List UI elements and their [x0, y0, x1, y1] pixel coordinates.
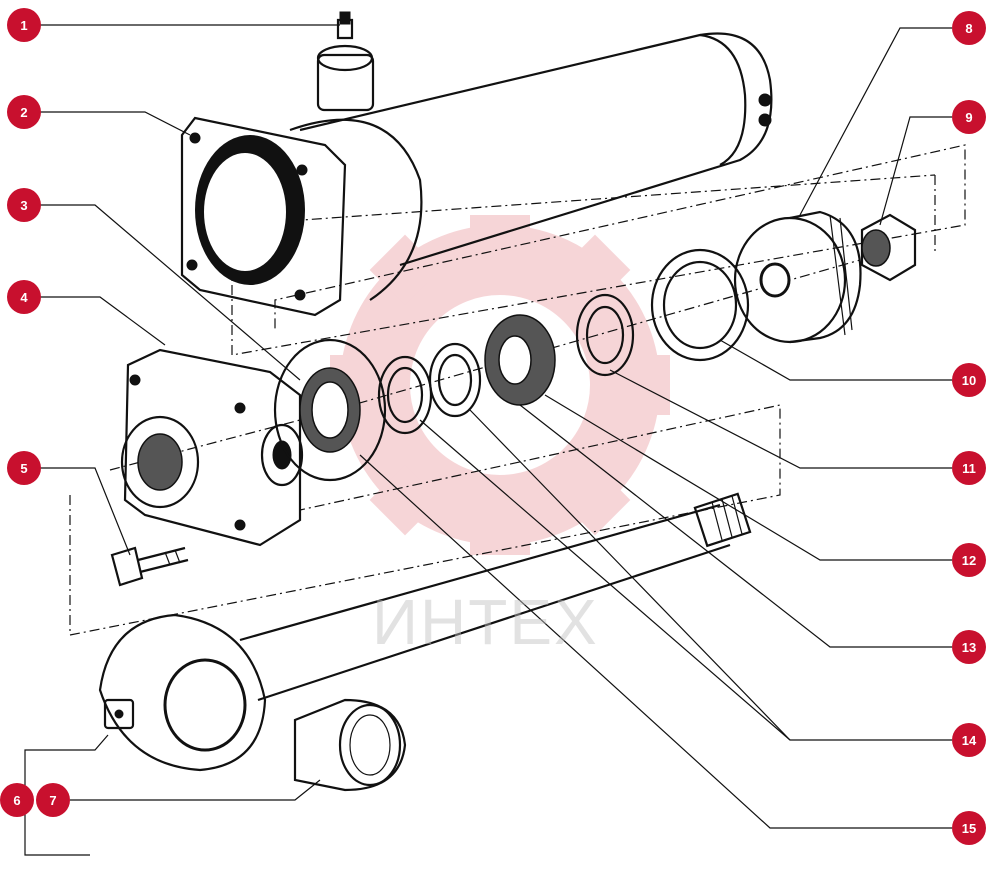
callout-4[interactable]: 4 — [7, 280, 41, 314]
leader-lines — [24, 24, 952, 856]
piston-and-nut — [733, 210, 917, 344]
callout-8[interactable]: 8 — [952, 11, 986, 45]
rod-eye-and-bushing — [98, 613, 407, 792]
cylinder-head — [110, 348, 304, 587]
callout-14[interactable]: 14 — [952, 723, 986, 757]
assembly-frame-lines — [69, 144, 966, 636]
cylinder-barrel — [180, 11, 773, 317]
callout-11[interactable]: 11 — [952, 451, 986, 485]
callout-13[interactable]: 13 — [952, 630, 986, 664]
callout-9[interactable]: 9 — [952, 100, 986, 134]
callout-10[interactable]: 10 — [952, 363, 986, 397]
piston-rod — [239, 492, 752, 702]
callout-15[interactable]: 15 — [952, 811, 986, 845]
callout-1[interactable]: 1 — [7, 8, 41, 42]
callout-7[interactable]: 7 — [36, 783, 70, 817]
callout-5[interactable]: 5 — [7, 451, 41, 485]
seal-rings — [273, 248, 750, 482]
callout-6[interactable]: 6 — [0, 783, 34, 817]
gear-watermark-icon — [330, 215, 670, 555]
callout-12[interactable]: 12 — [952, 543, 986, 577]
callout-2[interactable]: 2 — [7, 95, 41, 129]
callout-3[interactable]: 3 — [7, 188, 41, 222]
watermark-text: ИНТЕХ — [372, 586, 599, 658]
